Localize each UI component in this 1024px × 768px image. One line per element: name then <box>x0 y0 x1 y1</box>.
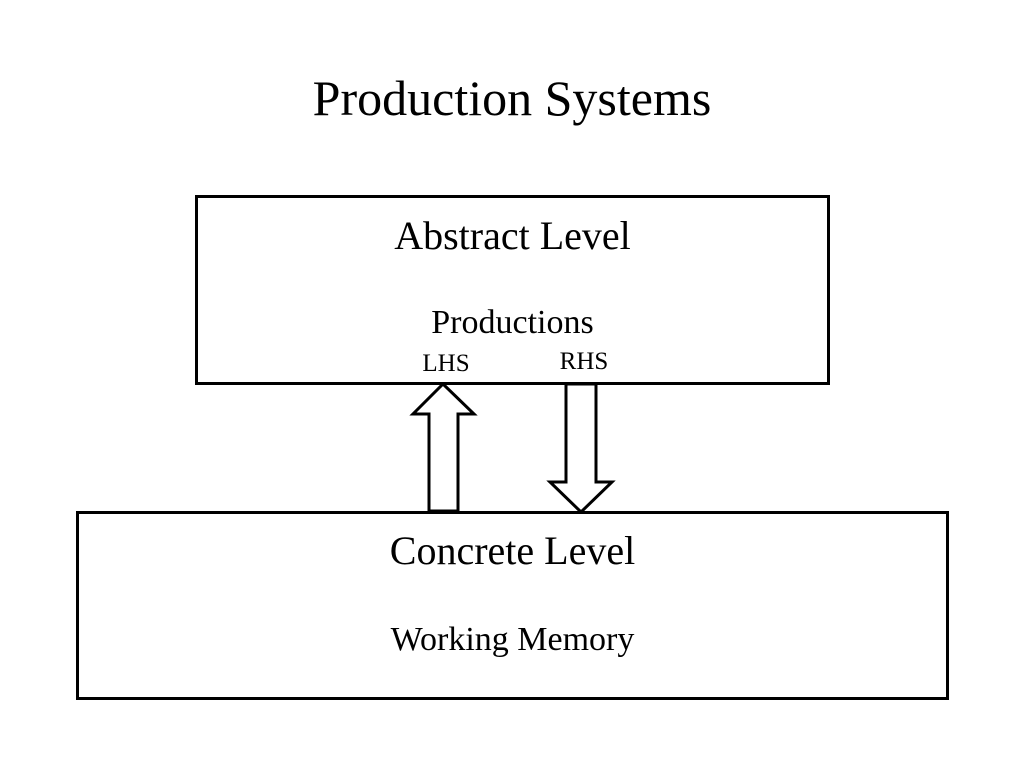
arrow-up-to-lhs <box>409 381 478 513</box>
working-memory-label: Working Memory <box>390 621 635 658</box>
abstract-level-title: Abstract Level <box>394 213 631 258</box>
concrete-level-title: Concrete Level <box>389 528 636 573</box>
lhs-label: LHS <box>422 350 470 377</box>
slide-title: Production Systems <box>312 70 712 126</box>
rhs-label: RHS <box>559 348 609 375</box>
productions-label: Productions <box>431 304 594 341</box>
abstract-level-box: Abstract Level Productions LHS RHS <box>195 195 830 385</box>
arrow-down-from-rhs <box>546 382 616 515</box>
concrete-level-box: Concrete Level Working Memory <box>76 511 949 700</box>
